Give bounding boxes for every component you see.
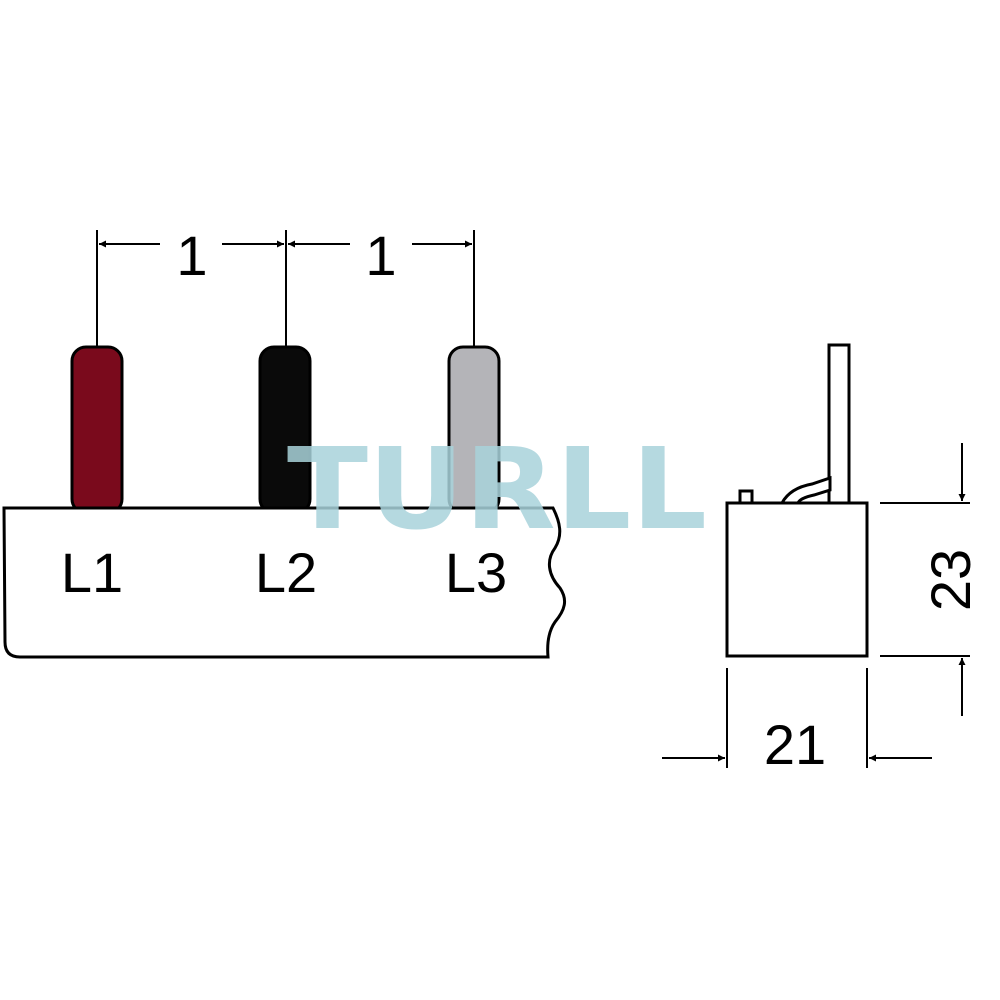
pitch-dimension-right: 1: [365, 224, 396, 287]
busbar-body: [2, 506, 567, 659]
width-dimension: 21: [764, 713, 826, 776]
pin-label-l1: L1: [61, 541, 123, 604]
pin-label-l3: L3: [445, 541, 507, 604]
side-pin: [827, 343, 851, 509]
side-body: [725, 501, 869, 658]
pitch-dimension-left: 1: [176, 224, 207, 287]
watermark-logo: TURLL: [287, 425, 707, 555]
side-view: 23 21: [662, 343, 982, 776]
side-clip: [779, 475, 832, 505]
pin-label-l2: L2: [255, 541, 317, 604]
height-dimension: 23: [919, 549, 982, 611]
pin-l1: [70, 345, 124, 515]
front-view: L1 L2 L3 1 1: [2, 224, 567, 659]
